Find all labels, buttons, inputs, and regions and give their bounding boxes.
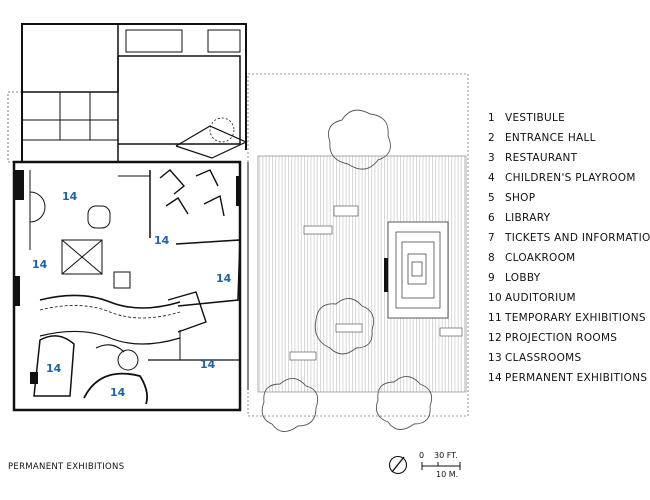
room-label: 14 [62,190,78,203]
room-label: 14 [32,258,48,271]
room-label: 14 [110,386,126,399]
room-label: 14 [154,234,170,247]
plaza [247,73,469,417]
trees [261,109,433,432]
scale-m-label: 10 M. [436,470,459,479]
scale-ft-label: 30 FT. [434,451,458,460]
room-label: 14 [216,272,232,285]
room-label: 14 [200,358,216,371]
north-arrow-icon [388,455,408,475]
scale-bar [421,462,461,470]
room-label: 14 [46,362,62,375]
room-labels: 14 14 14 14 14 14 14 [32,190,232,399]
building-walls [7,23,249,412]
caption: PERMANENT EXHIBITIONS [8,462,125,472]
scale-zero-label: 0 [419,451,425,460]
